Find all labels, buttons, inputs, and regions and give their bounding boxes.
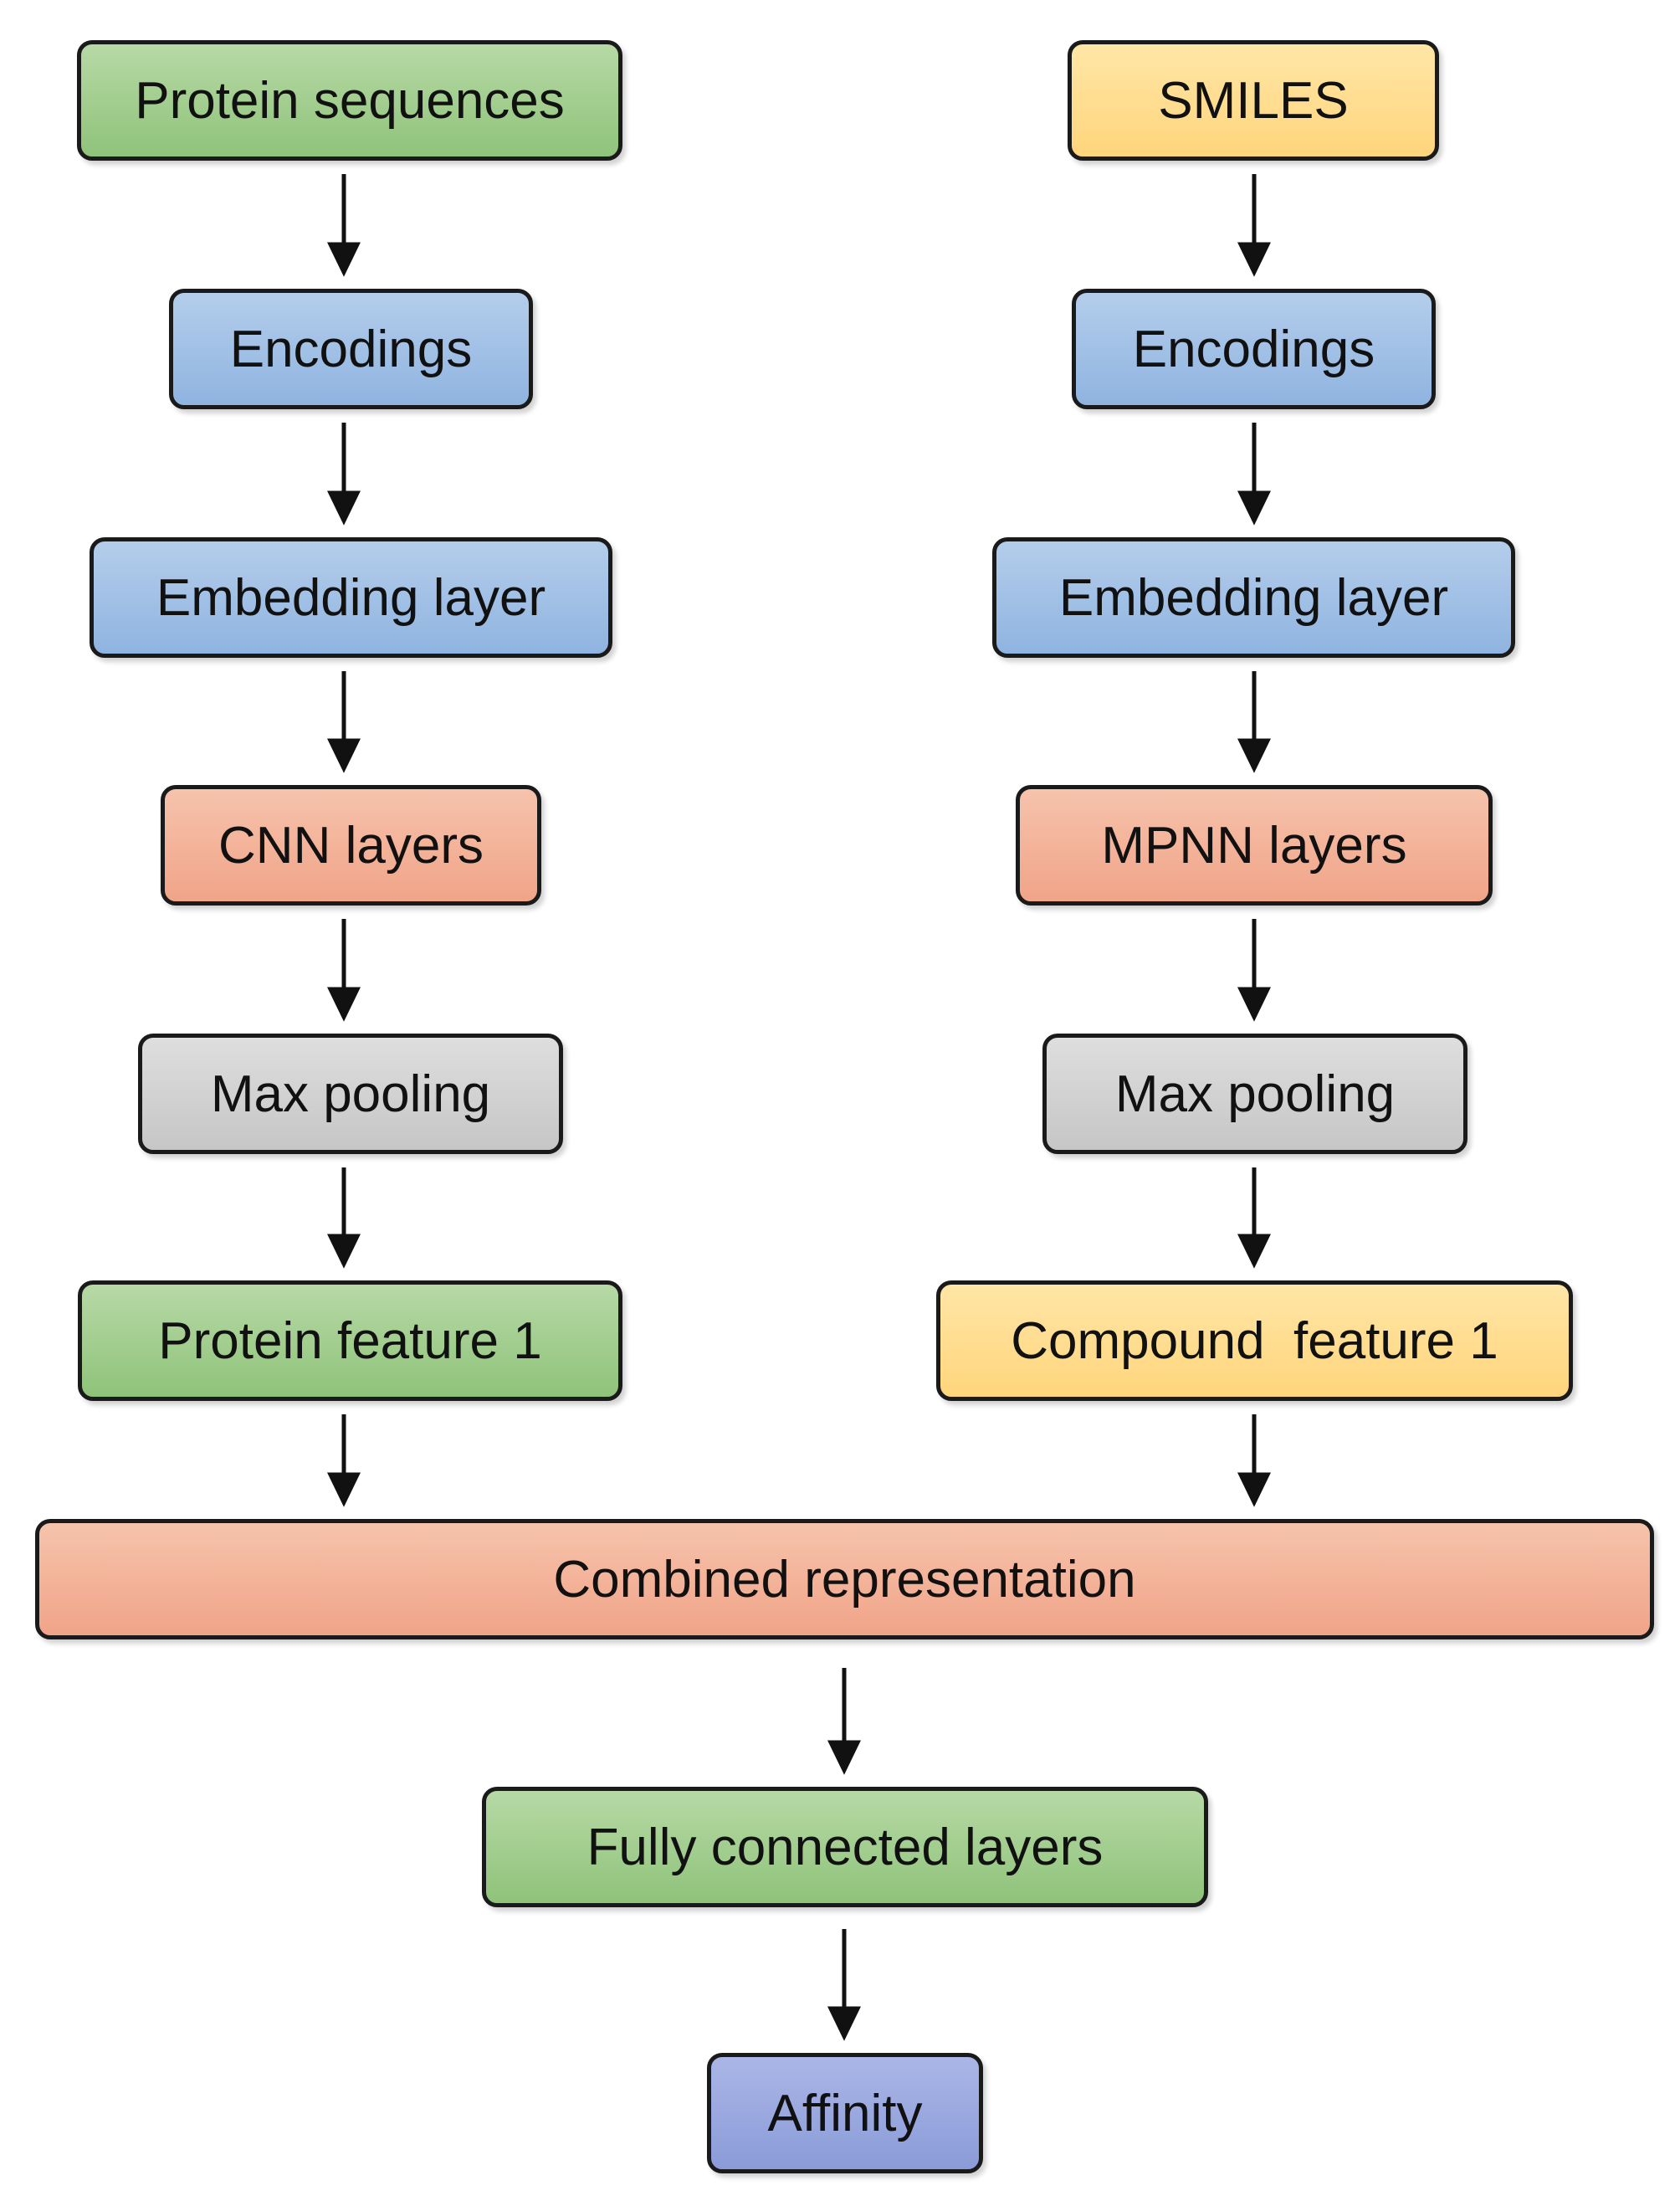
arrow-compound-embedding-to-mpnn xyxy=(1237,671,1271,773)
arrow-protein-embedding-to-cnn xyxy=(327,671,361,773)
protein-embedding-layer-node: Embedding layer xyxy=(90,537,612,658)
compound-feature-label: Compound feature 1 xyxy=(1011,1311,1498,1370)
protein-feature-label: Protein feature 1 xyxy=(158,1311,542,1370)
arrow-compound-encodings-to-embedding xyxy=(1237,423,1271,526)
compound-embedding-layer-node: Embedding layer xyxy=(992,537,1515,658)
compound-max-pooling-label: Max pooling xyxy=(1114,1065,1396,1123)
arrow-combined-to-fully-connected xyxy=(827,1668,861,1775)
protein-encodings-label: Encodings xyxy=(229,320,473,378)
arrow-compound-max-pooling-to-feature xyxy=(1237,1167,1271,1269)
fully-connected-layers-label: Fully connected layers xyxy=(586,1818,1104,1876)
mpnn-layers-label: MPNN layers xyxy=(1101,816,1407,875)
arrow-smiles-to-encodings xyxy=(1237,174,1271,277)
compound-max-pooling-node: Max pooling xyxy=(1042,1034,1467,1154)
affinity-node: Affinity xyxy=(707,2053,983,2173)
protein-max-pooling-label: Max pooling xyxy=(210,1065,491,1123)
combined-representation-label: Combined representation xyxy=(553,1550,1136,1609)
protein-sequences-node: Protein sequences xyxy=(77,40,622,161)
fully-connected-layers-node: Fully connected layers xyxy=(482,1787,1208,1907)
arrow-compound-feature-to-combined xyxy=(1237,1414,1271,1507)
compound-feature-node: Compound feature 1 xyxy=(936,1280,1573,1401)
arrow-cnn-to-max-pooling xyxy=(327,919,361,1022)
protein-embedding-layer-label: Embedding layer xyxy=(156,568,546,627)
mpnn-layers-node: MPNN layers xyxy=(1016,785,1493,906)
compound-encodings-node: Encodings xyxy=(1072,289,1436,409)
arrow-protein-max-pooling-to-feature xyxy=(327,1167,361,1269)
smiles-label: SMILES xyxy=(1158,71,1349,130)
protein-feature-node: Protein feature 1 xyxy=(78,1280,622,1401)
affinity-label: Affinity xyxy=(767,2084,923,2142)
protein-max-pooling-node: Max pooling xyxy=(138,1034,563,1154)
smiles-node: SMILES xyxy=(1068,40,1439,161)
cnn-layers-node: CNN layers xyxy=(161,785,541,906)
protein-sequences-label: Protein sequences xyxy=(135,71,565,130)
protein-encodings-node: Encodings xyxy=(169,289,533,409)
compound-embedding-layer-label: Embedding layer xyxy=(1058,568,1449,627)
combined-representation-node: Combined representation xyxy=(35,1519,1654,1639)
arrow-protein-sequences-to-encodings xyxy=(327,174,361,277)
cnn-layers-label: CNN layers xyxy=(218,816,484,875)
arrow-fully-connected-to-affinity xyxy=(827,1929,861,2041)
arrow-protein-encodings-to-embedding xyxy=(327,423,361,526)
arrow-mpnn-to-max-pooling xyxy=(1237,919,1271,1022)
arrow-protein-feature-to-combined xyxy=(327,1414,361,1507)
compound-encodings-label: Encodings xyxy=(1132,320,1375,378)
